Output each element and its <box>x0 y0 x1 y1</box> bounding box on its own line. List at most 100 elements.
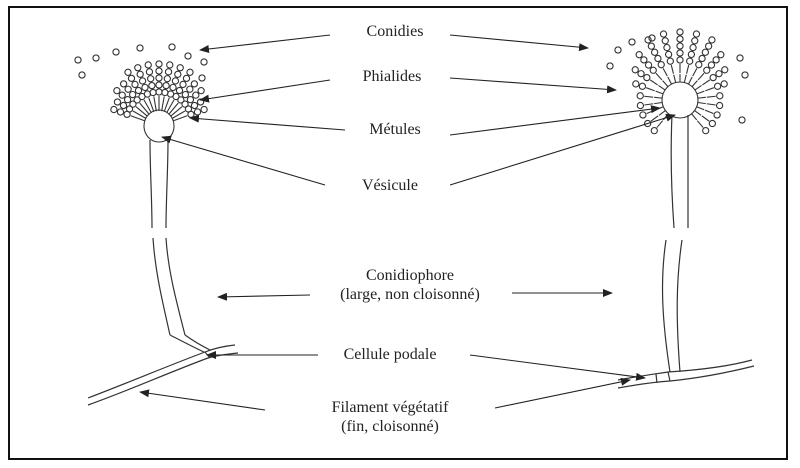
left-conidium <box>182 91 188 97</box>
left-conidium <box>194 109 200 115</box>
left-conidium <box>191 81 197 87</box>
right-phialide <box>693 68 697 76</box>
right-conidium <box>677 57 683 63</box>
right-phialide <box>644 104 653 105</box>
right-conidium <box>737 55 743 61</box>
label-metules: Métules <box>340 120 450 140</box>
left-phialide <box>140 103 150 114</box>
label-conidiophore-detail: (large, non cloisonné) <box>310 285 510 305</box>
right-conidium <box>739 117 745 123</box>
right-phialide <box>705 110 713 113</box>
left-conidium <box>119 92 125 98</box>
left-conidium <box>145 62 151 68</box>
right-conidium <box>629 39 635 45</box>
left-conidium <box>114 99 120 105</box>
right-conidium <box>644 75 650 81</box>
right-conidium <box>636 52 642 58</box>
right-conidium <box>615 47 621 53</box>
right-phialide <box>663 68 667 76</box>
right-phialide <box>707 104 716 105</box>
left-conidium <box>111 106 117 112</box>
arrow-phialides-left <box>200 80 330 100</box>
left-conidium <box>150 89 156 95</box>
right-metule <box>698 103 706 104</box>
left-conidium <box>177 65 183 71</box>
right-conidium <box>688 51 694 57</box>
right-phialide <box>697 121 703 128</box>
left-phialide <box>136 107 147 117</box>
left-conidium <box>175 71 181 77</box>
left-phialide <box>162 96 165 111</box>
right-metule <box>688 77 692 84</box>
arrow-conidies-left <box>200 35 330 50</box>
right-metule <box>697 107 704 110</box>
right-conidium <box>693 31 699 37</box>
right-phialide <box>646 88 654 91</box>
right-metule <box>656 91 664 94</box>
right-metule <box>692 114 697 120</box>
right-conidium <box>703 128 709 134</box>
right-conidium <box>639 83 645 89</box>
right-conidium <box>650 67 656 73</box>
right-vegetative-filament <box>618 360 754 388</box>
right-metule <box>697 91 705 94</box>
right-phialide <box>687 65 689 74</box>
right-phialide <box>702 116 709 121</box>
right-conidium <box>717 93 723 99</box>
right-phialide <box>698 73 704 80</box>
arrow-filament-left <box>140 392 265 410</box>
right-metule <box>663 81 668 87</box>
right-conidium <box>709 120 715 126</box>
right-phialide <box>647 110 655 113</box>
left-conidium <box>148 76 154 82</box>
right-phialide <box>657 121 663 128</box>
right-conidium <box>709 37 715 43</box>
left-conidium <box>93 55 99 61</box>
left-conidium <box>193 92 199 98</box>
right-conidial-head <box>607 29 748 134</box>
left-conidium <box>132 81 138 87</box>
right-conidium <box>632 67 638 73</box>
left-conidium <box>185 53 191 59</box>
left-conidium <box>180 81 186 87</box>
left-conidium <box>187 86 193 92</box>
left-conidium <box>124 97 130 103</box>
left-conidium <box>156 82 162 88</box>
left-conidium <box>201 106 207 112</box>
right-conidium <box>710 75 716 81</box>
right-conidium <box>677 29 683 35</box>
right-phialide <box>644 96 653 97</box>
right-conidium <box>704 67 710 73</box>
label-filament-vegetatif: Filament végétatif <box>290 398 490 418</box>
right-metule <box>698 97 706 98</box>
right-metule <box>692 81 697 87</box>
left-conidium <box>137 71 143 77</box>
right-conidium <box>640 112 646 118</box>
arrow-metules-left <box>190 118 345 130</box>
right-conidium <box>692 38 698 44</box>
left-conidium <box>125 69 131 75</box>
right-conidium <box>706 43 712 49</box>
left-phialide <box>169 103 179 114</box>
right-conidium <box>708 62 714 68</box>
left-conidium <box>169 44 175 50</box>
right-conidium <box>655 55 661 61</box>
left-conidium <box>191 102 197 108</box>
label-phialides: Phialides <box>337 67 447 87</box>
left-conidium <box>156 75 162 81</box>
left-conidium <box>172 78 178 84</box>
left-conidium <box>188 111 194 117</box>
left-conidium <box>176 87 182 93</box>
right-conidium <box>648 43 654 49</box>
right-conidium <box>690 45 696 51</box>
right-metule <box>654 97 662 98</box>
right-phialide <box>671 65 673 74</box>
left-conidium <box>135 65 141 71</box>
left-conidium <box>79 72 85 78</box>
left-conidium <box>199 75 205 81</box>
right-conidium <box>637 102 643 108</box>
right-conidium <box>687 58 693 64</box>
left-conidium <box>128 75 134 81</box>
right-phialide <box>702 80 709 85</box>
arrow-metules-right <box>450 108 660 135</box>
